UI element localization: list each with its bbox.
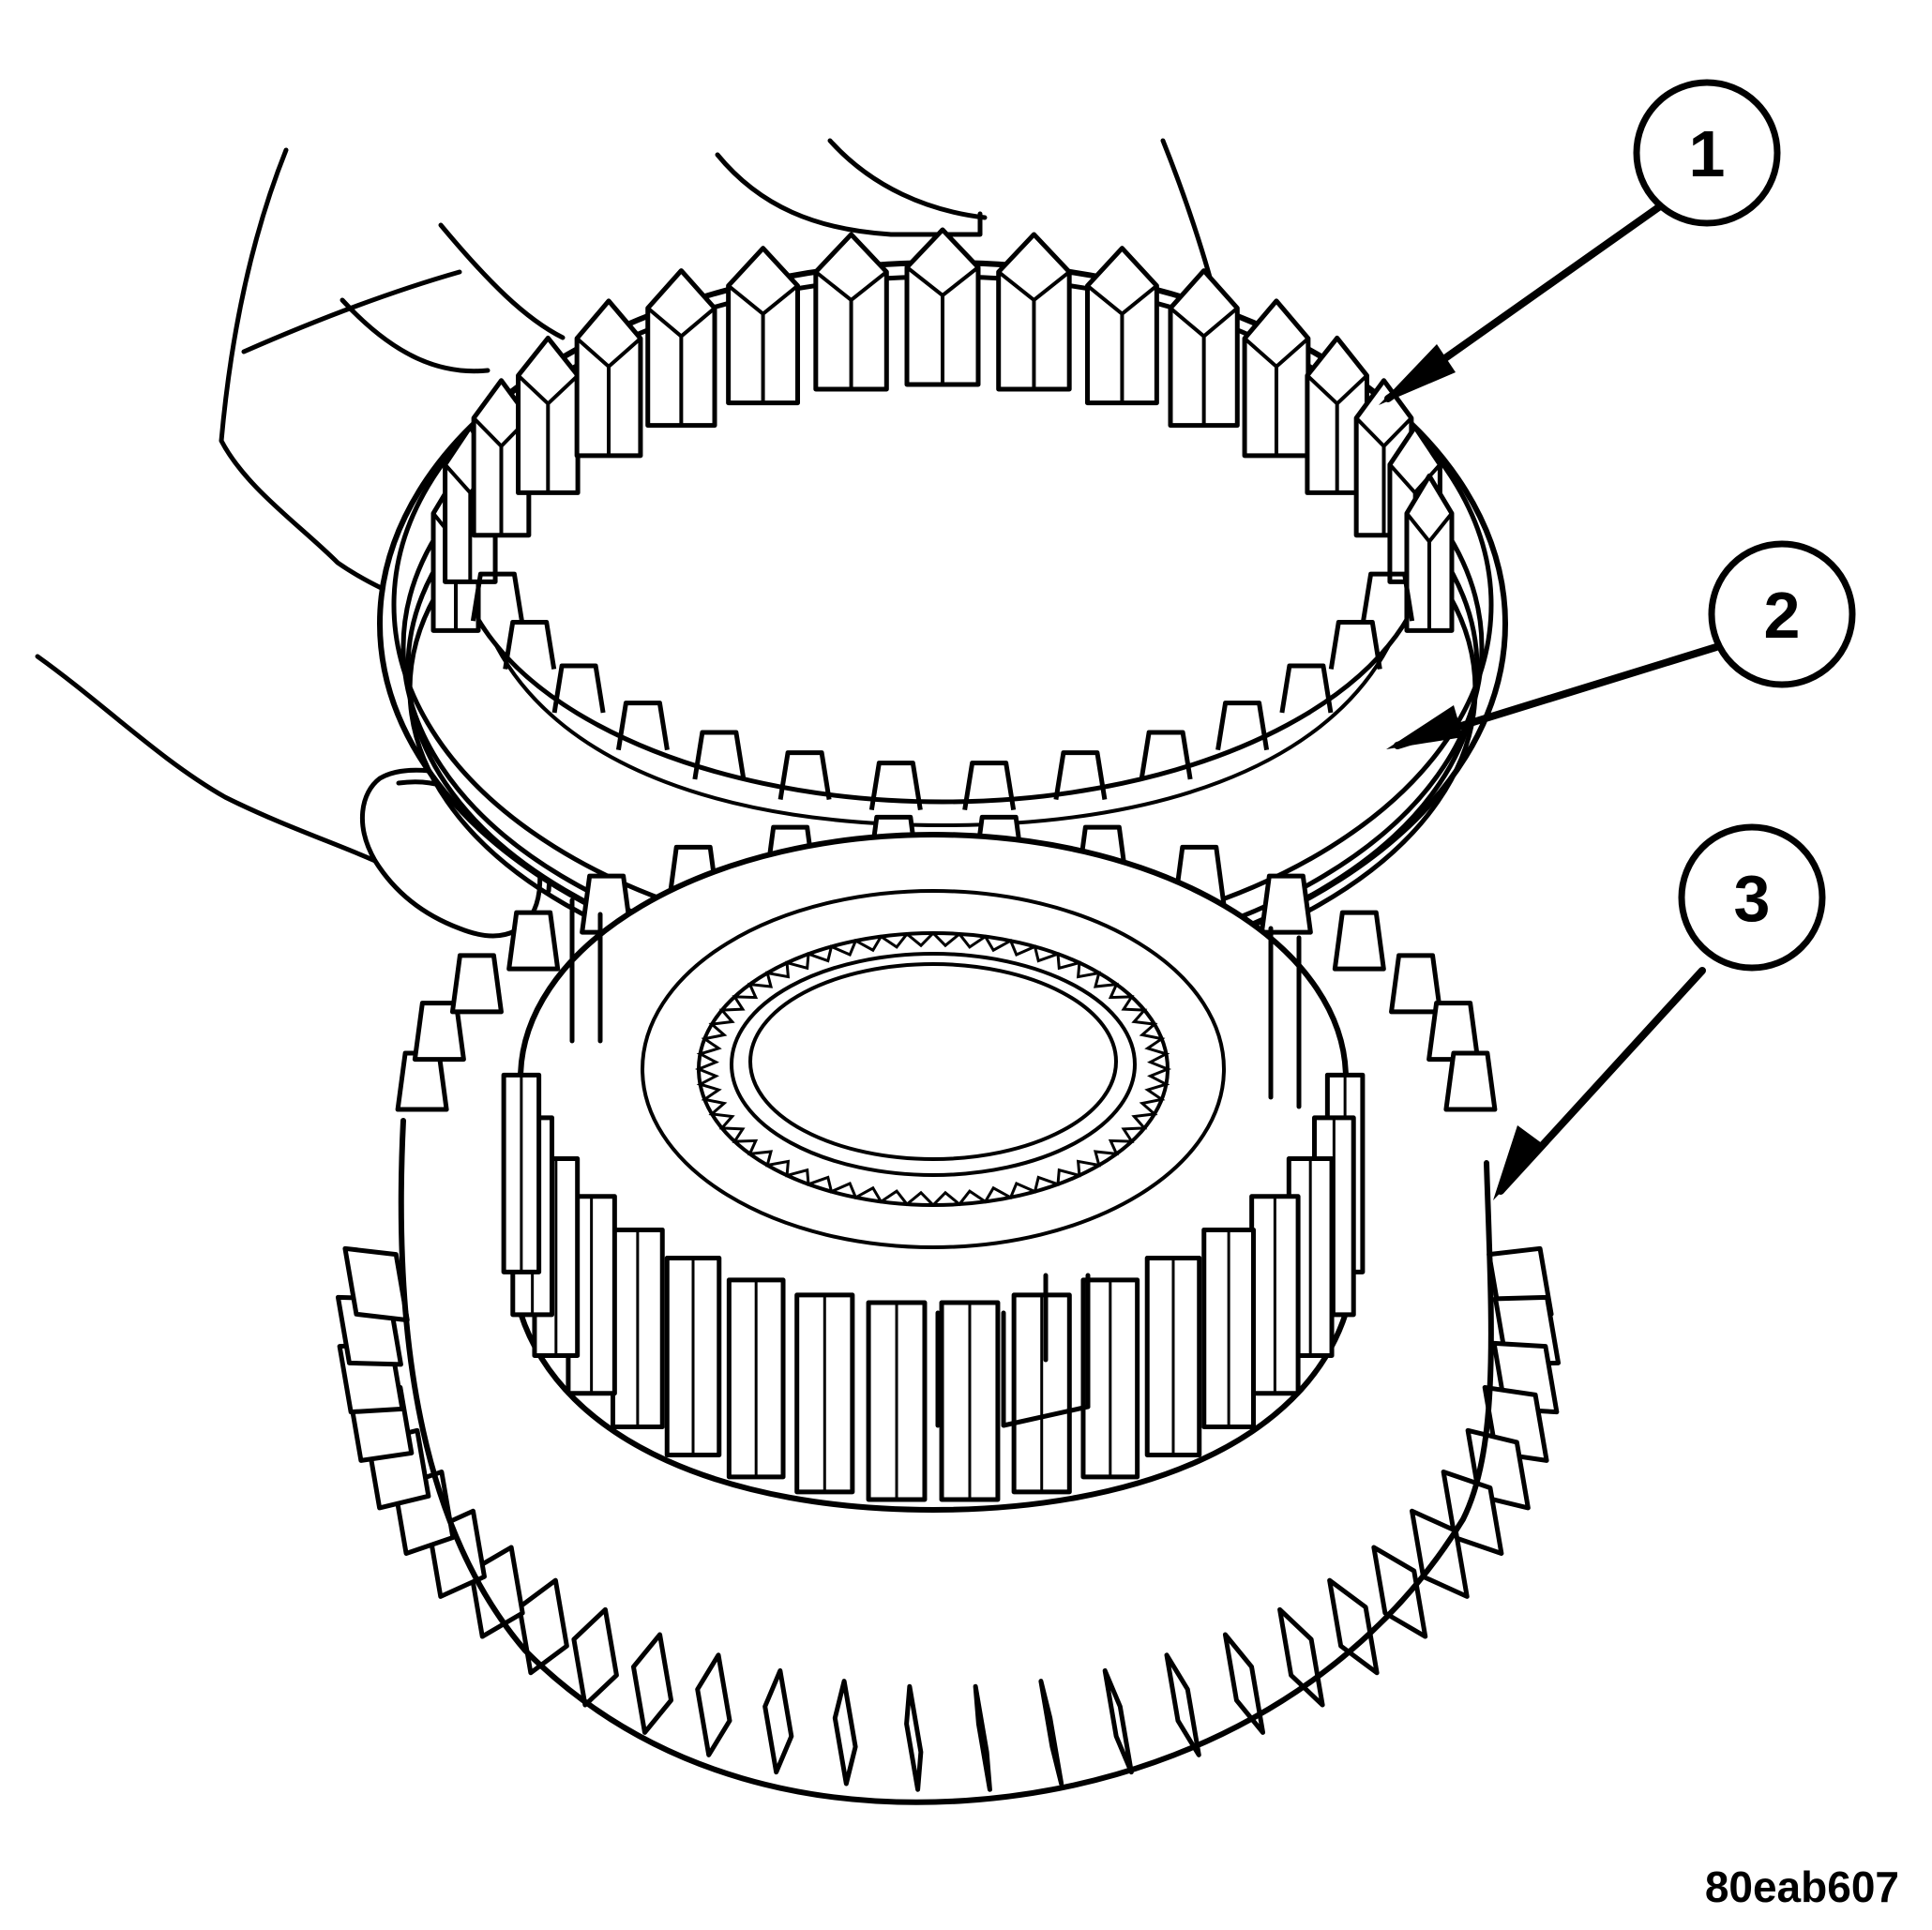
ring-tooth-edge xyxy=(1405,512,1454,631)
ring-tooth-edge xyxy=(646,307,717,426)
helical-tooth xyxy=(1327,1577,1380,1676)
helical-tooth xyxy=(571,1606,619,1708)
helical-tooth xyxy=(1332,910,1386,972)
helical-tooth xyxy=(695,1652,732,1757)
helical-tooth xyxy=(1102,1667,1134,1775)
ring-notch xyxy=(1139,730,1193,780)
helical-tooth xyxy=(1038,1679,1064,1787)
callout-2-label: 2 xyxy=(1764,579,1801,652)
ring-tooth-edge xyxy=(997,270,1071,389)
helical-tooth xyxy=(1371,1545,1428,1639)
arrowhead-3 xyxy=(1493,1125,1546,1200)
ring-tooth-edge xyxy=(1243,337,1310,456)
helical-tooth xyxy=(832,1679,858,1787)
ring-tooth-edge xyxy=(727,284,799,403)
ring-tooth-edge xyxy=(1354,416,1413,535)
ring-notch xyxy=(551,663,606,714)
helical-tooth xyxy=(506,910,561,972)
ring-tooth-edge xyxy=(1169,307,1239,426)
ring-notch xyxy=(503,619,557,670)
helical-tooth xyxy=(1443,1050,1498,1112)
ring-notch xyxy=(962,761,1017,811)
helical-tooth xyxy=(517,1577,569,1676)
helical-tooth xyxy=(1389,953,1443,1015)
helical-tooth xyxy=(1259,873,1313,935)
ring-notch xyxy=(1328,619,1382,670)
leader-arrows xyxy=(1379,203,1720,1200)
ring-tooth-edge xyxy=(517,373,580,493)
helical-tooth xyxy=(630,1632,674,1735)
ring-tooth-edge xyxy=(1306,373,1368,493)
ring-notch xyxy=(1215,701,1270,751)
ring-tooth-edge xyxy=(905,265,980,384)
callout-2: 2 xyxy=(1708,540,1856,688)
gear xyxy=(335,814,1562,1805)
ring-notch xyxy=(615,701,670,751)
helical-tooth xyxy=(449,953,504,1015)
callout-1: 1 xyxy=(1633,79,1781,227)
ring-notch xyxy=(470,571,524,622)
arrowhead-2 xyxy=(1386,705,1463,749)
helical-tooth xyxy=(1164,1652,1201,1757)
helical-tooth xyxy=(904,1683,924,1792)
callout-1-label: 1 xyxy=(1689,117,1726,190)
ring-tooth-edge xyxy=(1086,284,1158,403)
ring-dog-teeth xyxy=(430,227,1455,633)
gear-inner-splines xyxy=(694,930,1172,1208)
ring-notch xyxy=(868,761,923,811)
ring-tooth-edge xyxy=(814,270,888,389)
figure-code: 80eab607 xyxy=(1705,1862,1899,1911)
helical-tooth xyxy=(762,1667,794,1775)
helical-tooth xyxy=(1222,1632,1266,1735)
callout-3-label: 3 xyxy=(1734,862,1771,935)
arrowhead-1 xyxy=(1379,344,1456,405)
inner-spline-outline xyxy=(694,930,1172,1208)
ring-tooth-edge xyxy=(575,337,642,456)
helical-tooth xyxy=(973,1683,992,1792)
ring-notch xyxy=(692,730,747,780)
ring-notch xyxy=(777,750,832,800)
gear-clutch-splines xyxy=(501,1072,1366,1502)
callout-3: 3 xyxy=(1678,823,1826,972)
ring-lower-notches xyxy=(470,571,1415,811)
ring-notch xyxy=(1279,663,1334,714)
ring-notch xyxy=(1053,750,1108,800)
helical-tooth xyxy=(342,1245,410,1323)
ring-notch xyxy=(1361,571,1415,622)
